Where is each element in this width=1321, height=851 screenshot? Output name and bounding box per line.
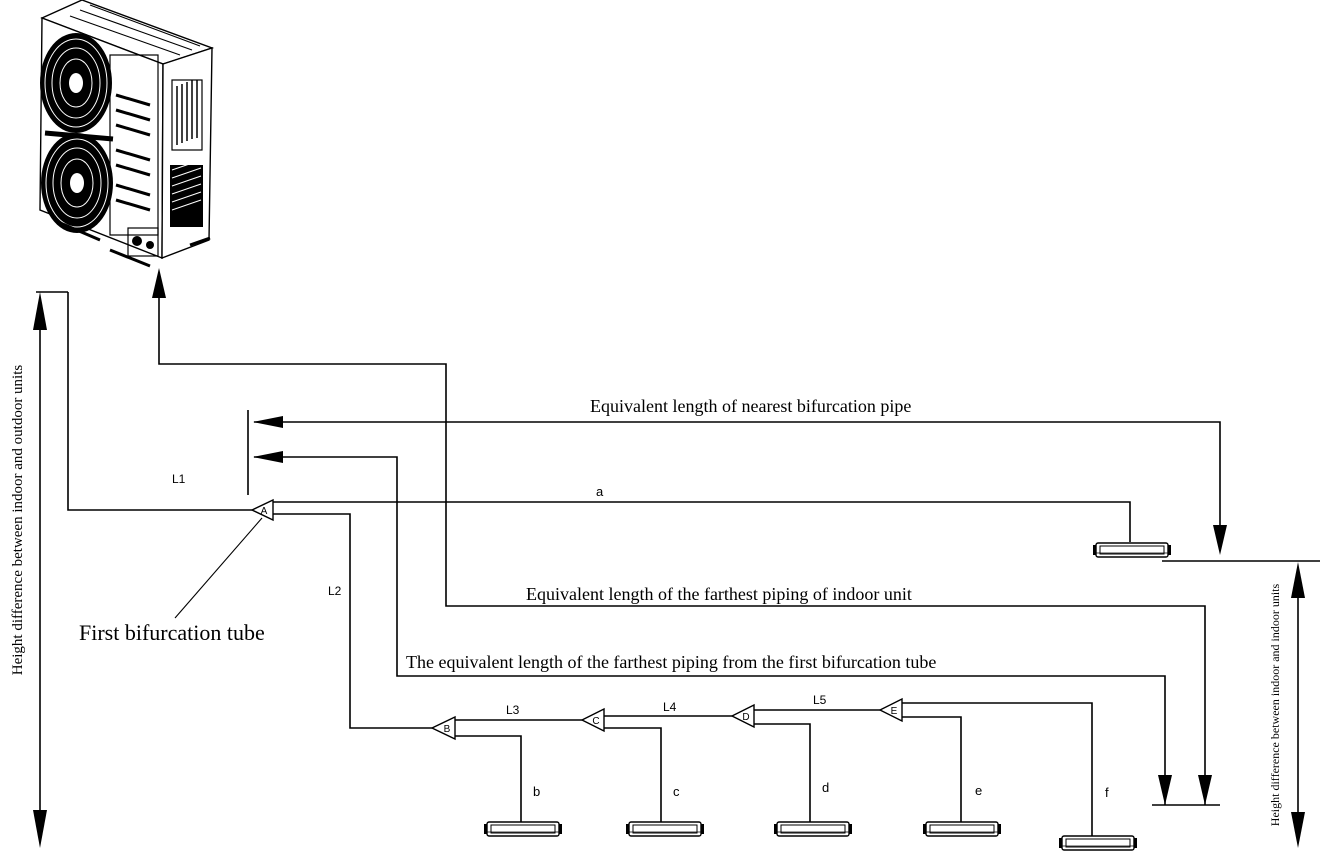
branch-f-pipe bbox=[902, 702, 1093, 836]
indoor-unit-icon bbox=[773, 821, 853, 837]
main-pipe-l1 bbox=[67, 292, 252, 511]
farthest-first-caption: The equivalent length of the farthest pi… bbox=[406, 652, 936, 672]
outdoor-unit-icon bbox=[39, 0, 215, 268]
farthest-indoor-dim-line bbox=[158, 286, 1206, 805]
label-l2: L2 bbox=[328, 584, 342, 598]
indoor-unit-icon bbox=[922, 821, 1002, 837]
first-tube-leader bbox=[174, 517, 263, 619]
height-outdoor-caption: Height difference between indoor and out… bbox=[10, 365, 26, 676]
label-a: a bbox=[596, 484, 604, 499]
branch-d-pipe bbox=[754, 723, 811, 822]
label-l3: L3 bbox=[506, 703, 520, 717]
label-joint-c: C bbox=[592, 716, 599, 727]
joint-e bbox=[878, 697, 903, 723]
branch-b-pipe bbox=[455, 735, 522, 822]
label-l1: L1 bbox=[172, 472, 186, 486]
label-f: f bbox=[1105, 785, 1109, 800]
branch-l2-pipe bbox=[273, 513, 432, 729]
label-b: b bbox=[533, 784, 540, 799]
label-joint-e: E bbox=[891, 706, 898, 717]
farthest-first-dim-line bbox=[253, 451, 1166, 805]
indoor-unit-icon bbox=[1092, 542, 1172, 558]
label-l4: L4 bbox=[663, 700, 677, 714]
branch-e-pipe bbox=[902, 716, 962, 822]
first-tube-caption: First bifurcation tube bbox=[79, 620, 265, 645]
label-c: c bbox=[673, 784, 680, 799]
height-indoor-caption: Height difference between indoor and ind… bbox=[1268, 583, 1282, 826]
joint-d bbox=[730, 703, 755, 729]
joint-c bbox=[580, 707, 605, 733]
indoor-unit-icon bbox=[1058, 835, 1138, 851]
branch-c-pipe bbox=[604, 727, 662, 822]
joint-a bbox=[250, 498, 274, 522]
height-outdoor-dimension bbox=[33, 291, 68, 848]
label-l5: L5 bbox=[813, 693, 827, 707]
label-joint-d: D bbox=[742, 712, 749, 723]
branch-a-pipe bbox=[273, 501, 1131, 542]
joint-b bbox=[430, 715, 456, 741]
label-d: d bbox=[822, 780, 829, 795]
nearest-caption: Equivalent length of nearest bifurcation… bbox=[590, 396, 911, 416]
label-joint-b: B bbox=[444, 724, 451, 735]
label-e: e bbox=[975, 783, 982, 798]
indoor-unit-icon bbox=[483, 821, 563, 837]
nearest-dim-line bbox=[253, 416, 1221, 540]
label-joint-a: A bbox=[261, 506, 268, 517]
farthest-indoor-caption: Equivalent length of the farthest piping… bbox=[526, 584, 912, 604]
indoor-unit-icon bbox=[625, 821, 705, 837]
